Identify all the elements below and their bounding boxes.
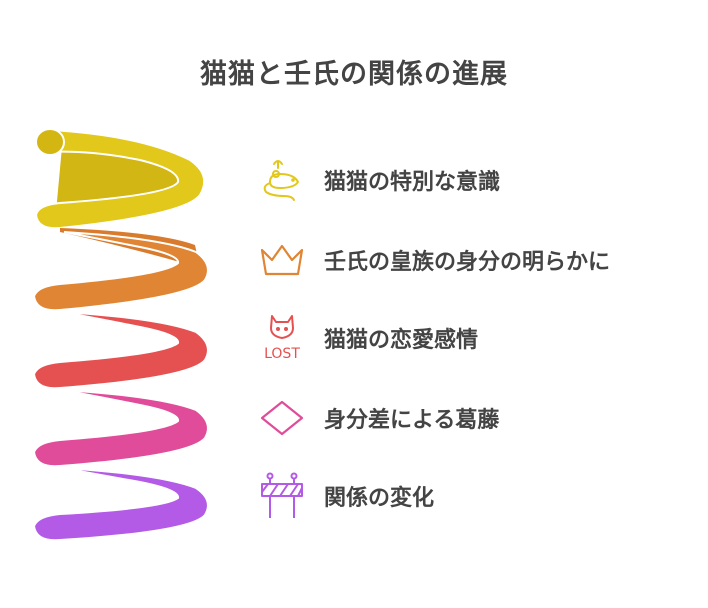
- item-label: 猫猫の恋愛感情: [324, 328, 479, 353]
- list-item: 猫猫の特別な意識: [256, 156, 696, 204]
- coil-segment-pink: [32, 389, 209, 468]
- coil-segment-red: [32, 311, 209, 390]
- coil-end-cap: [35, 128, 65, 156]
- page-title: 猫猫と壬氏の関係の進展: [200, 59, 508, 90]
- diamond-icon: [260, 400, 304, 436]
- item-label: 身分差による葛藤: [324, 408, 500, 433]
- coil-segment-yellow: [34, 128, 206, 230]
- mouse-icon: [263, 160, 299, 201]
- lost-text: LOST: [264, 346, 300, 362]
- list-item: 身分差による葛藤: [256, 394, 696, 442]
- list-item: 関係の変化: [256, 472, 696, 520]
- item-label: 関係の変化: [324, 486, 435, 511]
- item-label: 猫猫の特別な意識: [324, 170, 501, 195]
- item-label: 壬氏の皇族の身分の明らかに: [324, 250, 611, 275]
- lost-cat-icon: LOST: [264, 315, 300, 362]
- coil-segment-purple: [32, 467, 209, 542]
- list-item: LOST 猫猫の恋愛感情: [256, 314, 696, 362]
- list-item: 壬氏の皇族の身分の明らかに: [256, 236, 696, 284]
- barrier-icon: [261, 472, 303, 518]
- crown-icon: [260, 244, 304, 276]
- coil-segment-orange: [32, 231, 209, 312]
